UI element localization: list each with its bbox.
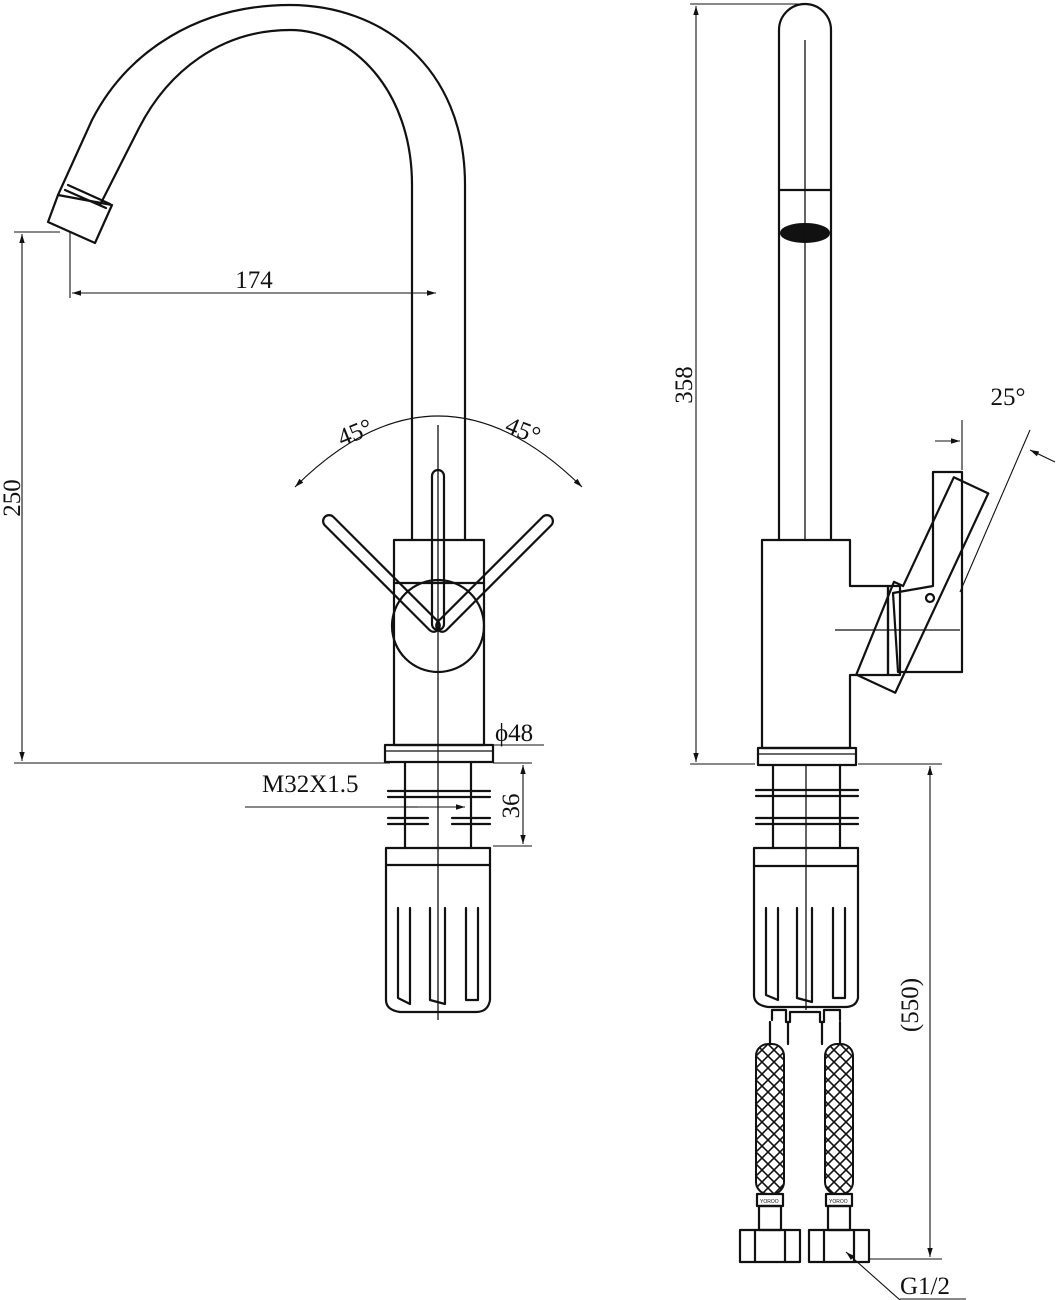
- dim-handle-angle: 25°: [935, 384, 1056, 593]
- dim-spout-reach: 174: [69, 232, 436, 298]
- dim-thread: M32X1.5: [245, 771, 465, 810]
- label-angle-right: 45°: [502, 412, 545, 450]
- label-height-left: 250: [0, 479, 26, 517]
- dim-hose-connector: G1/2: [845, 1251, 966, 1300]
- side-body: [760, 538, 902, 750]
- side-view: 25°: [671, 2, 1056, 1300]
- label-shank-length: 36: [498, 794, 525, 819]
- hose-tag-left: YOROO: [760, 1199, 779, 1205]
- dim-hose-length: (550): [858, 763, 942, 1260]
- side-spout: [777, 2, 833, 542]
- front-shank: [386, 760, 492, 850]
- label-hose-length: (550): [897, 978, 924, 1032]
- label-spout-reach: 174: [235, 267, 273, 294]
- side-hose-left: YOROO: [738, 1043, 802, 1264]
- label-hose-connector: G1/2: [900, 1273, 950, 1300]
- side-base-ring: [756, 746, 858, 767]
- dim-body-diameter: ϕ48: [484, 720, 544, 747]
- front-base-ring: [383, 743, 495, 764]
- label-angle-left: 45°: [334, 414, 377, 452]
- dim-height-left: 250: [0, 231, 390, 764]
- side-handle: [855, 470, 990, 694]
- front-view: 174 250 45° 45° ϕ48 M32X1.5: [0, 3, 583, 1020]
- hose-tag-right: YOROO: [829, 1199, 848, 1205]
- front-spout: [46, 3, 467, 542]
- dim-total-height: 358: [671, 3, 800, 765]
- label-thread: M32X1.5: [262, 771, 359, 798]
- side-shank: [754, 763, 860, 850]
- side-mounting-nut: [752, 846, 860, 1009]
- label-body-diameter: ϕ48: [495, 720, 533, 747]
- label-total-height: 358: [671, 366, 698, 404]
- dim-shank-length: 36: [493, 762, 532, 847]
- side-hose-fittings: [768, 1008, 842, 1046]
- label-handle-angle: 25°: [991, 384, 1026, 411]
- side-hose-right: YOROO: [807, 1043, 871, 1264]
